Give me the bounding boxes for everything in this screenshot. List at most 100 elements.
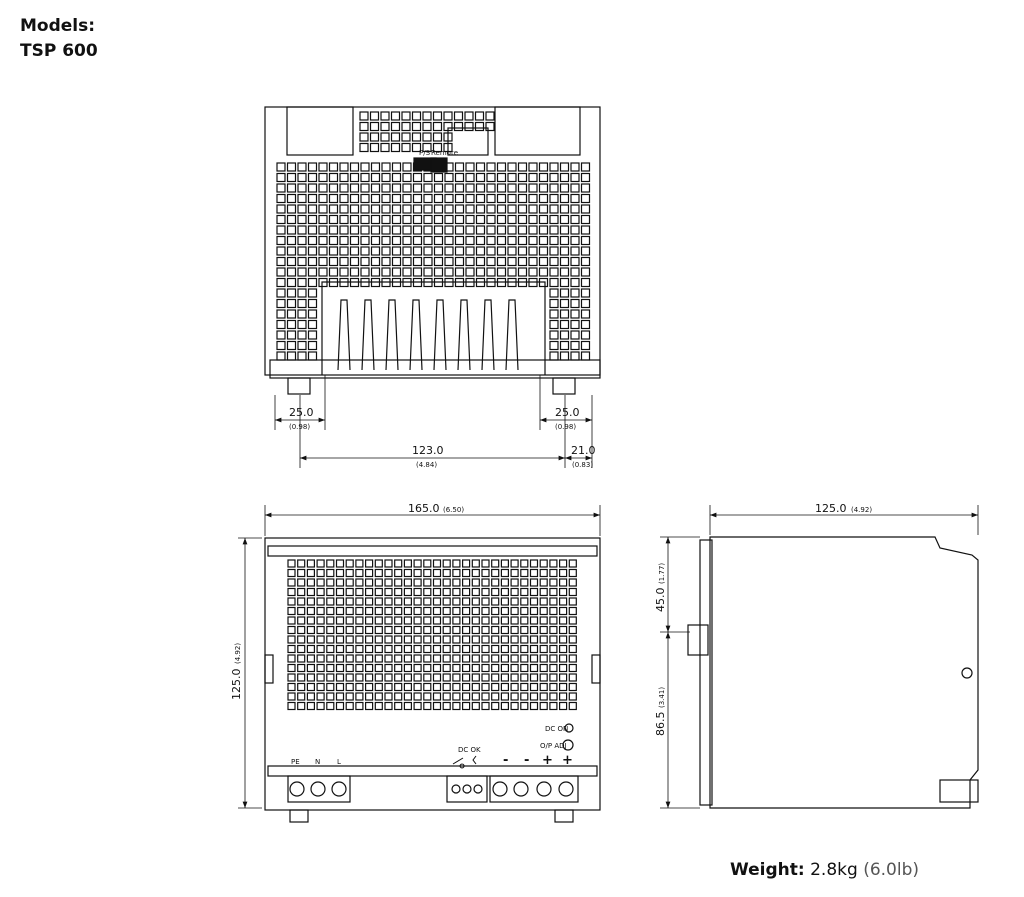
vent-hole xyxy=(422,121,432,132)
vent-hole xyxy=(452,644,461,654)
vent-hole xyxy=(423,204,433,214)
vent-hole xyxy=(345,644,354,654)
vent-hole xyxy=(403,663,412,673)
vent-hole xyxy=(423,246,433,256)
vent-hole xyxy=(462,606,471,616)
vent-hole xyxy=(486,204,496,214)
vent-hole xyxy=(384,587,393,597)
vent-hole xyxy=(500,587,509,597)
vent-hole xyxy=(471,663,480,673)
vent-hole xyxy=(452,654,461,663)
vent-hole xyxy=(328,183,339,193)
vent-hole xyxy=(316,673,325,682)
vent-hole xyxy=(297,246,307,256)
vent-hole xyxy=(432,597,442,606)
vent-hole xyxy=(570,172,580,183)
vent-hole xyxy=(345,606,354,616)
top-view-body xyxy=(264,106,601,376)
vent-hole xyxy=(452,635,461,644)
vent-hole xyxy=(306,559,315,568)
vent-hole xyxy=(432,132,443,142)
vent-hole xyxy=(297,193,307,204)
vent-hole xyxy=(474,121,485,132)
vent-hole xyxy=(318,246,328,256)
vent-hole xyxy=(423,578,432,587)
vent-hole xyxy=(339,246,349,256)
vent-hole xyxy=(394,635,403,644)
vent-hole xyxy=(370,172,381,183)
vent-hole xyxy=(374,578,383,587)
vent-hole xyxy=(507,256,517,267)
vent-hole xyxy=(433,225,444,235)
vent-hole xyxy=(549,559,558,568)
vent-hole xyxy=(510,597,519,606)
vent-hole xyxy=(475,172,486,183)
vent-hole xyxy=(423,597,432,606)
vent-hole xyxy=(500,701,509,711)
vent-hole xyxy=(549,701,558,711)
din-rail-clip xyxy=(687,624,709,656)
vent-hole xyxy=(326,635,335,644)
vent-hole xyxy=(286,214,297,225)
vent-hole xyxy=(286,162,297,172)
vent-hole xyxy=(570,330,580,340)
vent-hole xyxy=(507,204,517,214)
vent-hole xyxy=(306,692,315,701)
vent-hole xyxy=(297,625,306,635)
vent-hole xyxy=(403,568,412,578)
vent-hole xyxy=(403,559,412,568)
vent-hole xyxy=(529,654,539,663)
vent-hole xyxy=(520,568,529,578)
vent-hole xyxy=(401,142,411,153)
vent-hole xyxy=(339,183,349,193)
vent-hole xyxy=(402,183,412,193)
vent-hole xyxy=(570,319,580,330)
vent-hole xyxy=(402,193,412,204)
vent-hole xyxy=(403,644,412,654)
vent-hole xyxy=(316,635,325,644)
vent-hole xyxy=(413,692,422,701)
vent-hole xyxy=(444,267,454,277)
vent-hole xyxy=(520,616,529,625)
vent-hole xyxy=(380,111,390,121)
vent-hole xyxy=(500,673,509,682)
vent-hole xyxy=(326,597,335,606)
op-adj-pot xyxy=(562,739,574,751)
vent-hole xyxy=(528,172,538,183)
vent-hole xyxy=(306,568,315,578)
vent-hole xyxy=(365,644,374,654)
vent-hole xyxy=(486,256,496,267)
vent-hole xyxy=(423,225,433,235)
vent-hole xyxy=(528,256,538,267)
vent-hole xyxy=(462,578,471,587)
vent-hole xyxy=(370,267,381,277)
vent-hole xyxy=(391,246,402,256)
vent-hole xyxy=(520,606,529,616)
vent-hole xyxy=(481,654,490,663)
vent-hole xyxy=(318,204,328,214)
vent-hole xyxy=(339,193,349,204)
vent-hole xyxy=(442,701,451,711)
vent-hole xyxy=(306,616,315,625)
vent-hole xyxy=(481,625,490,635)
vent-hole xyxy=(496,225,507,235)
vent-hole xyxy=(432,568,442,578)
vent-hole xyxy=(391,267,402,277)
vent-hole xyxy=(580,183,591,193)
vent-hole xyxy=(365,559,374,568)
vent-hole xyxy=(475,162,486,172)
vent-hole xyxy=(391,172,402,183)
vent-hole xyxy=(580,267,591,277)
heatsink-fin xyxy=(457,299,471,371)
vent-hole xyxy=(370,204,381,214)
vent-hole xyxy=(549,568,558,578)
vent-hole xyxy=(276,193,286,204)
vent-hole xyxy=(286,235,297,246)
right-offset-in: (0.83) xyxy=(572,461,593,469)
vent-hole xyxy=(359,111,369,121)
vent-hole xyxy=(432,587,442,597)
vent-hole xyxy=(287,559,296,568)
vent-hole xyxy=(432,111,443,121)
right-foot-in: (0.98) xyxy=(555,423,576,431)
vent-hole xyxy=(316,559,325,568)
